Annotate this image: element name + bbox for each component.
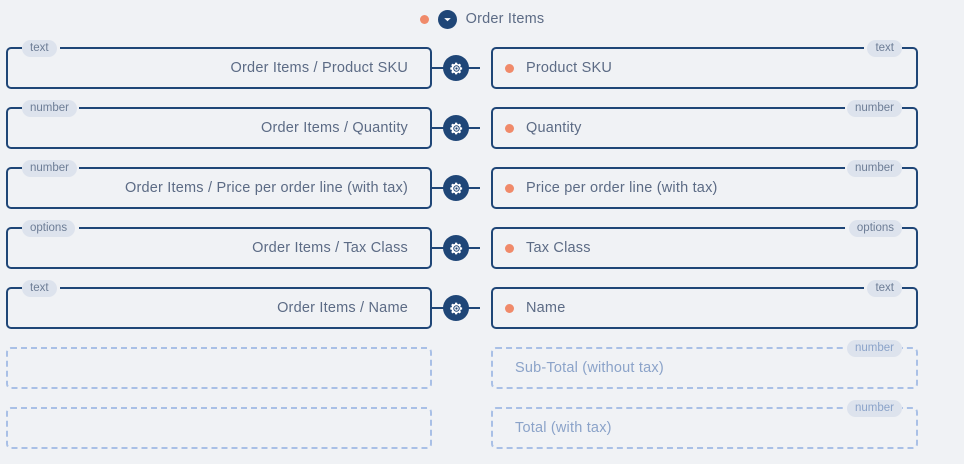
mapping-connector — [432, 227, 480, 269]
target-type-badge: text — [867, 40, 902, 57]
mapping-row: options Order Items / Tax Class options … — [0, 218, 964, 278]
source-field-box[interactable]: text Order Items / Name — [6, 280, 432, 329]
target-field-box[interactable]: options Tax Class — [491, 220, 918, 269]
target-field-label: Sub-Total (without tax) — [515, 360, 664, 376]
source-type-badge: number — [22, 100, 77, 117]
gear-icon[interactable] — [443, 55, 469, 81]
gear-icon[interactable] — [443, 235, 469, 261]
mapping-connector — [432, 47, 480, 89]
target-status-dot-icon — [505, 63, 514, 73]
target-field-box[interactable]: text Product SKU — [491, 40, 918, 89]
source-field-label: Order Items / Quantity — [260, 120, 408, 136]
chevron-down-icon[interactable] — [437, 9, 457, 29]
target-status-dot-icon — [505, 123, 514, 133]
mapping-connector — [432, 107, 480, 149]
target-type-badge: number — [847, 160, 902, 177]
source-field-label: Order Items / Name — [277, 300, 408, 316]
gear-icon[interactable] — [443, 175, 469, 201]
target-type-badge: text — [867, 280, 902, 297]
target-type-badge: number — [847, 400, 902, 417]
status-dot-icon — [419, 14, 429, 24]
unmapped-target-box[interactable]: number Sub-Total (without tax) — [491, 340, 918, 389]
target-field-label: Product SKU — [526, 60, 613, 76]
mapping-connector — [432, 287, 480, 329]
unmapped-row: number Sub-Total (without tax) — [0, 338, 964, 398]
unmapped-target-box[interactable]: number Total (with tax) — [491, 400, 918, 449]
target-field-label: Name — [526, 300, 566, 316]
mapping-row: text Order Items / Name text Name — [0, 278, 964, 338]
source-type-badge: options — [22, 220, 76, 237]
empty-source-placeholder[interactable] — [6, 347, 432, 389]
mapping-row: number Order Items / Quantity number Qua… — [0, 98, 964, 158]
page-title: Order Items — [465, 11, 545, 27]
source-type-badge: text — [22, 280, 57, 297]
empty-source-placeholder[interactable] — [6, 407, 432, 449]
source-field-box[interactable]: number Order Items / Quantity — [6, 100, 432, 149]
target-type-badge: options — [848, 220, 902, 237]
source-field-label: Order Items / Price per order line (with… — [125, 180, 408, 196]
source-field-box[interactable]: number Order Items / Price per order lin… — [6, 160, 432, 209]
target-field-box[interactable]: text Name — [491, 280, 918, 329]
mapping-connector — [432, 167, 480, 209]
target-type-badge: number — [847, 340, 902, 357]
source-field-box[interactable]: text Order Items / Product SKU — [6, 40, 432, 89]
mapping-row: text Order Items / Product SKU text Prod… — [0, 38, 964, 98]
source-type-badge: text — [22, 40, 57, 57]
target-field-label: Quantity — [526, 120, 582, 136]
target-status-dot-icon — [505, 303, 514, 313]
gear-icon[interactable] — [443, 295, 469, 321]
unmapped-row: number Total (with tax) — [0, 398, 964, 458]
mapping-rows: text Order Items / Product SKU text Prod… — [0, 34, 964, 458]
source-field-label: Order Items / Tax Class — [252, 240, 408, 256]
source-field-label: Order Items / Product SKU — [230, 60, 408, 76]
source-field-box[interactable]: options Order Items / Tax Class — [6, 220, 432, 269]
source-type-badge: number — [22, 160, 77, 177]
target-field-box[interactable]: number Price per order line (with tax) — [491, 160, 918, 209]
section-header: Order Items — [0, 0, 964, 34]
target-type-badge: number — [847, 100, 902, 117]
target-status-dot-icon — [505, 243, 514, 253]
target-field-label: Tax Class — [526, 240, 591, 256]
gear-icon[interactable] — [443, 115, 469, 141]
target-status-dot-icon — [505, 183, 514, 193]
target-field-label: Price per order line (with tax) — [526, 180, 718, 196]
target-field-label: Total (with tax) — [515, 420, 612, 436]
mapping-row: number Order Items / Price per order lin… — [0, 158, 964, 218]
target-field-box[interactable]: number Quantity — [491, 100, 918, 149]
